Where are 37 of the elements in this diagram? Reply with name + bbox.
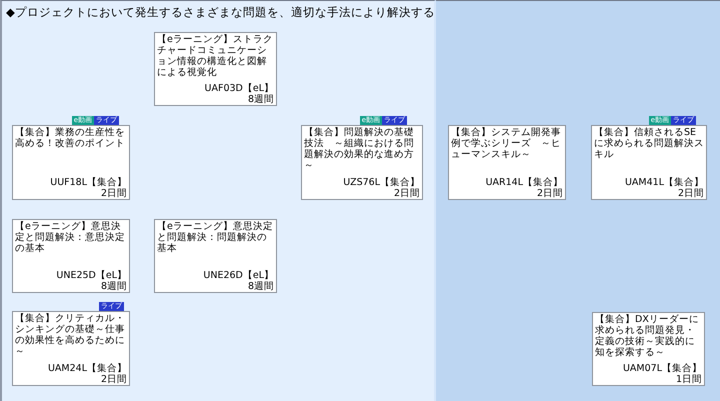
- course-title: 【集合】DXリーダーに求められる問題発見・定義の技術～実践的に知を探索する～: [595, 314, 700, 358]
- course-title: 【集合】業務の生産性を高める！改善のポイント: [15, 127, 126, 149]
- course-card: [591, 125, 707, 200]
- course-duration: 1日間: [676, 374, 702, 385]
- course-code: UZS76L【集合】: [343, 177, 420, 188]
- course-card: [154, 32, 277, 106]
- course-duration: 8週間: [100, 281, 127, 292]
- course-card: [154, 219, 277, 293]
- course-card: [12, 219, 130, 293]
- course-card: [301, 125, 423, 200]
- course-duration: 2日間: [100, 374, 127, 385]
- course-title: 【集合】システム開発事例で学ぶシリーズ ～ヒューマンスキル～: [451, 127, 562, 160]
- course-code: UAR14L【集合】: [486, 177, 563, 188]
- course-duration: 2日間: [678, 188, 704, 199]
- course-duration: 8週間: [248, 94, 274, 105]
- course-code: UNE26D【eL】: [203, 270, 274, 281]
- course-code: UNE25D【eL】: [56, 270, 127, 281]
- course-card: [448, 125, 566, 200]
- course-title: 【eラーニング】ストラクチャードコミュニケーション情報の構造化と図解による視覚化: [157, 34, 274, 78]
- course-code: UAF03D【eL】: [204, 83, 274, 94]
- course-duration: 2日間: [100, 188, 127, 199]
- course-card: [12, 311, 130, 386]
- course-duration: 2日間: [536, 188, 563, 199]
- course-title: 【eラーニング】意思決定と問題解決：意思決定の基本: [15, 221, 126, 254]
- course-code: UAM07L【集合】: [622, 363, 702, 374]
- course-card: [12, 125, 130, 200]
- course-title: 【集合】信頼されるSEに求められる問題解決スキル: [594, 127, 704, 160]
- course-code: UAM24L【集合】: [48, 363, 127, 374]
- course-duration: 8週間: [248, 281, 274, 292]
- diagram-title: ◆プロジェクトにおいて発生するさまざまな問題を、適切な手法により解決する: [6, 5, 435, 20]
- course-title: 【集合】問題解決の基礎技法 ～組織における問題解決の効果的な進め方～: [304, 127, 415, 171]
- course-code: UUF18L【集合】: [50, 177, 127, 188]
- course-title: 【集合】クリティカル・シンキングの基礎～仕事の効果性を高めるために～: [15, 313, 126, 357]
- course-card: [592, 312, 705, 386]
- course-code: UAM41L【集合】: [624, 177, 704, 188]
- course-duration: 2日間: [394, 188, 420, 199]
- course-title: 【eラーニング】意思決定と問題解決：問題解決の基本: [157, 221, 274, 254]
